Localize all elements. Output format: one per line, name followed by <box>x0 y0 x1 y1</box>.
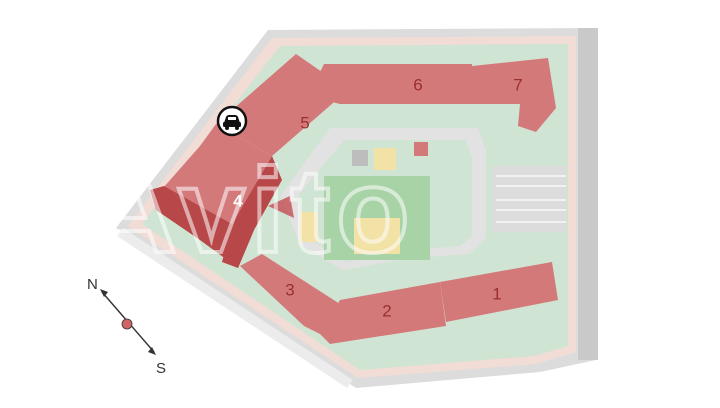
building-label-1: 1 <box>492 284 501 303</box>
compass-dot <box>121 318 133 330</box>
playground-area <box>354 218 400 254</box>
watermark: Avito <box>90 144 416 278</box>
playground-area-3 <box>300 212 318 242</box>
building-label-4: 4 <box>233 191 243 210</box>
building-1 <box>440 262 558 322</box>
building-5 <box>216 54 348 156</box>
car-icon <box>216 105 248 137</box>
building-labels: 1 2 3 4 5 6 7 <box>233 75 522 320</box>
building-label-7: 7 <box>513 75 522 94</box>
buildings-layer <box>150 54 558 344</box>
building-label-3: 3 <box>285 280 294 299</box>
building-label-2: 2 <box>382 301 391 320</box>
building-6 <box>308 64 472 104</box>
compass-south-label: S <box>156 360 166 377</box>
east-road <box>578 28 598 360</box>
building-4-upper <box>156 124 272 224</box>
small-pavilion <box>414 142 428 156</box>
building-4-lower <box>150 186 254 268</box>
building-7 <box>472 58 556 132</box>
building-2 <box>320 282 446 344</box>
compass: N S <box>87 276 166 377</box>
building-label-6: 6 <box>413 75 422 94</box>
parking-strip-southwest <box>117 227 353 389</box>
small-structure <box>352 150 368 166</box>
parking-lot-east <box>492 166 566 232</box>
entrance-marker <box>268 196 294 218</box>
compass-north-label: N <box>87 276 98 293</box>
building-label-5: 5 <box>300 113 309 132</box>
playground-area-2 <box>374 148 396 170</box>
parking-lot-lines <box>496 175 566 223</box>
building-3 <box>240 254 340 334</box>
